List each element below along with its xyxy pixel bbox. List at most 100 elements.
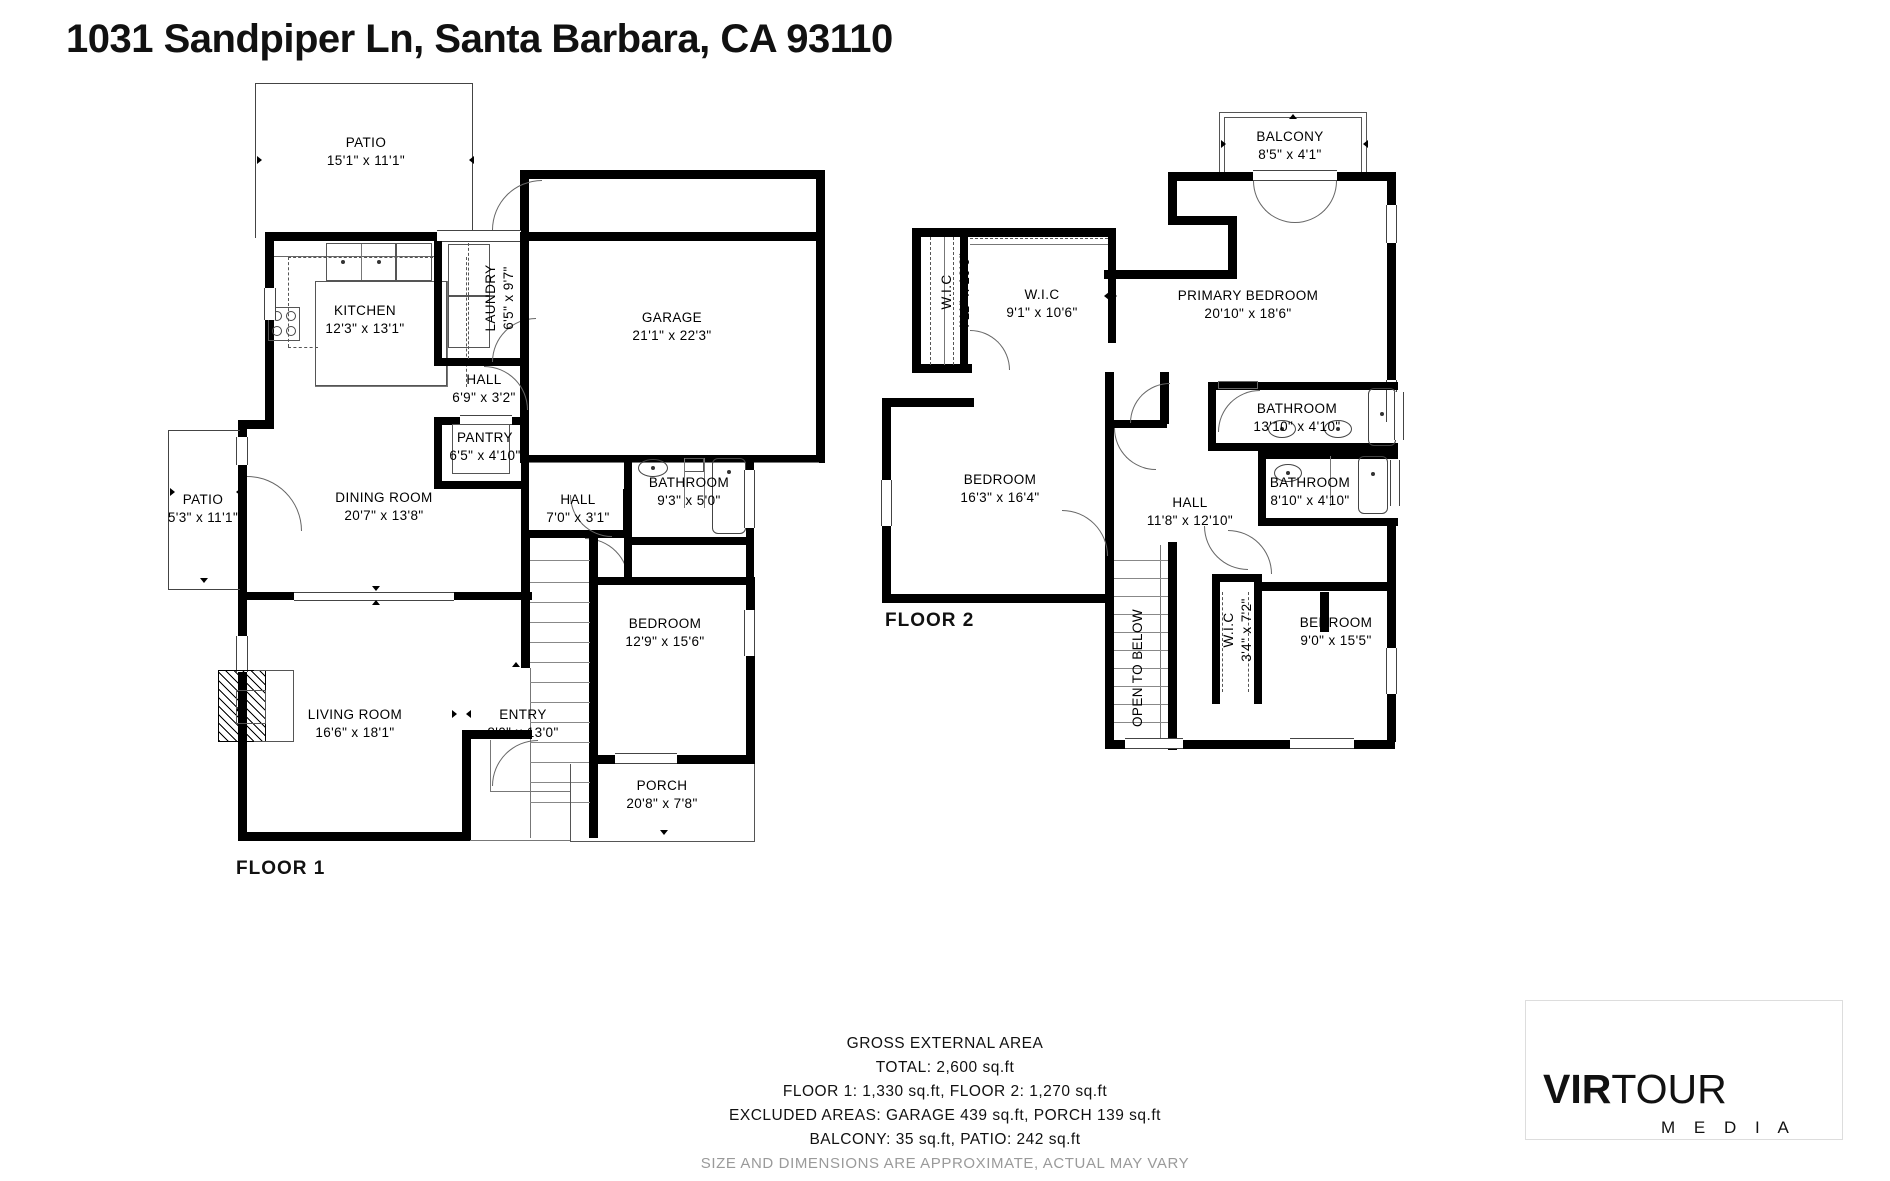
- dim-tick: [257, 156, 266, 164]
- stair-tread: [1114, 614, 1168, 615]
- fixture-line: [1330, 456, 1331, 506]
- stair-tread: [1114, 722, 1168, 723]
- dim-tick: [956, 296, 965, 304]
- exterior-wall: [1168, 216, 1236, 225]
- exterior-wall: [265, 232, 825, 241]
- exterior-wall: [1337, 172, 1395, 181]
- interior-wall: [1212, 574, 1220, 704]
- room-label-open-to-below: OPEN TO BELOW: [1129, 609, 1145, 727]
- window: [1390, 460, 1400, 506]
- logo-v: V: [1543, 1066, 1571, 1112]
- window: [744, 470, 755, 528]
- stair-tread: [530, 742, 590, 743]
- footer-disclaimer: SIZE AND DIMENSIONS ARE APPROXIMATE, ACT…: [700, 1155, 1190, 1173]
- stair-tread: [530, 762, 590, 763]
- window: [236, 437, 248, 465]
- dim-tick: [200, 578, 208, 583]
- sink-drain: [1286, 471, 1290, 475]
- footer-line-floors: FLOOR 1: 1,330 sq.ft, FLOOR 2: 1,270 sq.…: [782, 1083, 1108, 1101]
- dim-tick: [170, 488, 179, 496]
- door-arc: [492, 740, 538, 786]
- room-label-bathroom-primary: BATHROOM 13'10" x 4'10": [1253, 400, 1341, 434]
- exterior-wall: [1104, 270, 1237, 279]
- stair-edge: [1160, 545, 1161, 740]
- room-label-hall-upstairs: HALL 11'8" x 12'10": [1146, 494, 1234, 528]
- interior-wall: [1108, 228, 1116, 343]
- kitchen-island: [315, 281, 447, 386]
- room-label-laundry: LAUNDRY 6'5" x 9'7": [482, 264, 516, 332]
- exterior-wall: [1387, 172, 1396, 417]
- stair-tread: [530, 622, 590, 623]
- fixture-line: [684, 458, 685, 508]
- tub-drain: [727, 470, 731, 474]
- sink-icon: [1268, 420, 1296, 438]
- door-arc: [1130, 383, 1170, 423]
- door-arc: [1114, 428, 1156, 470]
- dim-tick: [452, 710, 461, 718]
- sink-drain: [651, 466, 655, 470]
- footer-line-excluded: EXCLUDED AREAS: GARAGE 439 sq.ft, PORCH …: [729, 1107, 1161, 1125]
- stair-tread: [1114, 668, 1168, 669]
- page-title: 1031 Sandpiper Ln, Santa Barbara, CA 931…: [66, 17, 893, 61]
- interior-wall: [624, 537, 632, 583]
- door-arc: [1062, 510, 1108, 556]
- room-label-hall-1: HALL 6'9" x 3'2": [452, 371, 516, 405]
- entry-line: [490, 791, 570, 792]
- sink-drain: [1336, 427, 1340, 431]
- interior-wall: [238, 592, 298, 600]
- interior-wall: [1258, 518, 1398, 526]
- floor-2-plan: BALCONY 8'5" x 4'1" W.I.C 4'11" x 10'6" …: [860, 0, 1890, 900]
- exterior-wall: [912, 364, 972, 373]
- exterior-wall: [238, 420, 274, 429]
- exterior-wall: [1387, 520, 1396, 590]
- exterior-wall: [1168, 172, 1177, 224]
- room-label-patio-top: PATIO 15'1" x 11'1": [326, 134, 406, 168]
- interior-wall: [1168, 542, 1177, 750]
- exterior-wall: [1105, 740, 1395, 749]
- dim-tick: [512, 662, 520, 667]
- exterior-wall: [462, 730, 471, 840]
- interior-wall: [521, 417, 529, 489]
- closet-shelf-line: [970, 244, 1108, 245]
- footer-line-total: TOTAL: 2,600 sq.ft: [875, 1059, 1015, 1077]
- dim-tick: [1100, 292, 1109, 300]
- pantry-shelving: [452, 424, 510, 474]
- stair-tread: [1114, 578, 1168, 579]
- stair-wall: [521, 538, 530, 668]
- cooktop: [268, 307, 300, 341]
- stair-tread: [530, 642, 590, 643]
- stair-wall: [589, 538, 598, 838]
- exterior-wall: [520, 170, 825, 179]
- porch-edge: [470, 840, 570, 841]
- interior-wall: [1105, 594, 1114, 749]
- interior-wall: [1105, 372, 1114, 602]
- stair-tread: [530, 682, 590, 683]
- exterior-wall: [238, 832, 470, 841]
- window: [1290, 738, 1354, 749]
- burner-icon: [286, 326, 296, 336]
- kitchen-counter-edge: [447, 281, 448, 387]
- room-label-entry: ENTRY 8'0" x 13'0": [487, 706, 559, 740]
- entry-line: [490, 740, 491, 792]
- exterior-wall: [746, 577, 755, 762]
- fireplace-hearth: [254, 670, 294, 742]
- room-label-patio-left: PATIO 5'3" x 11'1": [167, 491, 239, 525]
- room-label-balcony: BALCONY 8'5" x 4'1": [1256, 128, 1324, 162]
- dim-tick: [232, 488, 241, 496]
- exterior-wall: [1228, 216, 1237, 278]
- window: [881, 480, 892, 526]
- laundry-shelf: [468, 243, 469, 359]
- stair-tread: [530, 802, 590, 803]
- room-label-wic-narrow: W.I.C 4'11" x 10'6": [938, 252, 972, 332]
- window: [1386, 648, 1397, 694]
- window: [1386, 205, 1397, 243]
- stair-tread: [1114, 596, 1168, 597]
- stair-tread: [530, 602, 590, 603]
- exterior-wall: [1320, 592, 1329, 632]
- burner-icon: [286, 311, 296, 321]
- window: [1125, 738, 1183, 749]
- burner-icon: [272, 326, 282, 336]
- interior-wall: [1208, 443, 1398, 451]
- room-label-pantry: PANTRY 6'5" x 4'10": [449, 429, 521, 463]
- floor-2-caption: FLOOR 2: [885, 610, 975, 631]
